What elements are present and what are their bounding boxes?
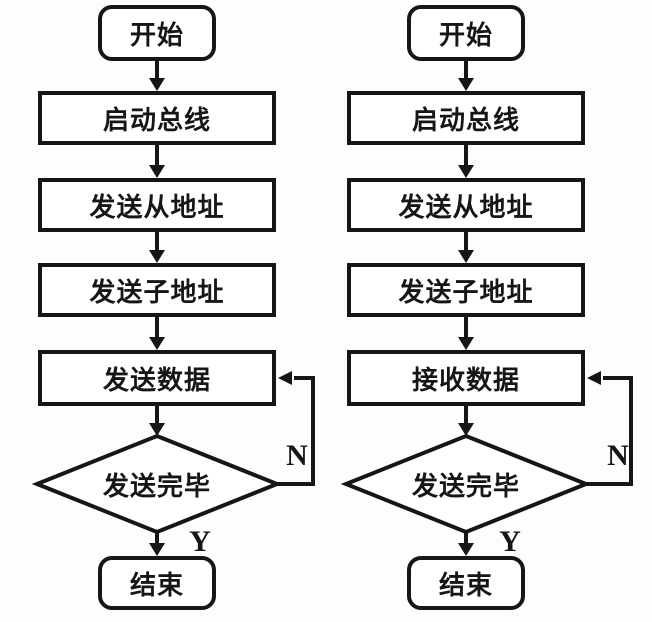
branch-label-y: Y [499,525,521,558]
arrow-head-down [149,78,165,91]
process-box-send-slave-address: 发送从地址 [38,178,276,232]
process-box-receive-data: 接收数据 [347,350,585,406]
arrow-head-left [278,371,292,385]
arrow-head-down [149,337,165,350]
branch-label-n: N [286,439,308,472]
arrow-head-down [458,250,474,263]
branch-label-n: N [607,439,629,472]
process-box-send-slave-address: 发送从地址 [347,178,585,232]
arrow-head-down [149,543,165,556]
loop-connector [277,376,315,486]
process-box-start-bus: 启动总线 [38,91,276,145]
decision-label: 发送完毕 [411,470,520,501]
arrow-head-down [458,543,474,556]
process-box-send-sub-address: 发送子地址 [347,263,585,317]
end-terminal: 结束 [98,556,216,610]
arrow-head-down [149,165,165,178]
arrow-head-down [458,165,474,178]
arrow-head-left [587,371,601,385]
process-box-send-sub-address: 发送子地址 [38,263,276,317]
decision-label: 发送完毕 [102,470,211,501]
process-box-start-bus: 启动总线 [347,91,585,145]
start-terminal: 开始 [98,5,216,61]
end-terminal: 结束 [407,556,525,610]
loop-connector [586,376,633,486]
arrow-head-down [458,423,474,436]
branch-label-y: Y [189,525,211,558]
arrow-head-down [149,250,165,263]
arrow-head-down [458,337,474,350]
right-connectors [340,59,633,556]
arrow-head-down [458,78,474,91]
left-connectors [31,59,315,556]
process-box-send-data: 发送数据 [38,350,276,406]
arrow-head-down [149,423,165,436]
start-terminal: 开始 [407,5,525,61]
